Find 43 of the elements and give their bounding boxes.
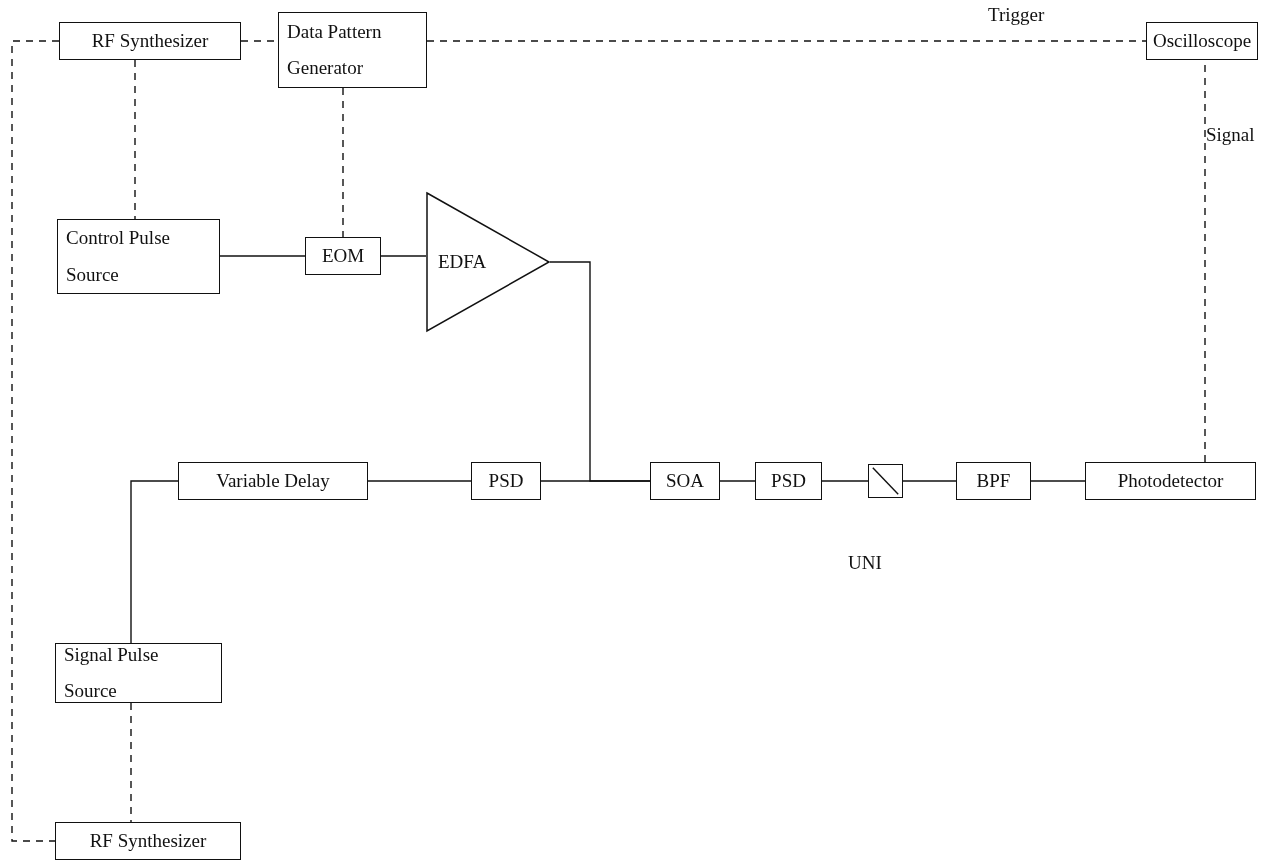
node-label: Signal Pulse Source — [64, 642, 160, 703]
dashed-signal-line — [11, 40, 60, 842]
node-label: PSD — [771, 468, 806, 493]
node-label: RF Synthesizer — [89, 828, 207, 853]
optical-fiber-line — [540, 480, 651, 482]
amplifier-triangle — [426, 192, 550, 332]
optical-fiber-line — [821, 480, 869, 482]
node-label: Control Pulse Source — [66, 226, 171, 287]
node-label: RF Synthesizer — [91, 28, 209, 53]
component-box — [956, 462, 1031, 500]
node-label: Photodetector — [1117, 468, 1224, 493]
optical-fiber-line — [367, 480, 472, 482]
node-label: Variable Delay — [216, 468, 330, 493]
node-label: SOA — [666, 468, 704, 493]
node-label: Data Pattern Generator — [287, 19, 383, 80]
dashed-signal-line — [130, 702, 132, 823]
optical-fiber-line — [902, 480, 957, 482]
node-label: Oscilloscope — [1152, 28, 1252, 53]
node-label: EOM — [321, 243, 365, 268]
dashed-signal-line — [134, 59, 136, 220]
optical-fiber-line — [219, 255, 306, 257]
component-box — [1146, 22, 1258, 60]
dashed-signal-line — [426, 40, 1147, 42]
component-box — [57, 219, 220, 294]
component-box — [650, 462, 720, 500]
node-label: BPF — [976, 468, 1011, 493]
component-box — [59, 22, 241, 60]
optical-fiber-line — [380, 255, 427, 257]
optical-fiber-line — [130, 480, 179, 644]
component-box — [55, 822, 241, 860]
component-box — [755, 462, 822, 500]
optical-fiber-line — [1030, 480, 1086, 482]
component-box — [1085, 462, 1256, 500]
node-label: PSD — [488, 468, 524, 493]
component-box — [471, 462, 541, 500]
component-box — [278, 12, 427, 88]
node-label: EDFA — [438, 251, 487, 273]
optical-fiber-line — [719, 480, 756, 482]
component-box — [178, 462, 368, 500]
dashed-signal-line — [342, 87, 344, 238]
component-box — [55, 643, 222, 703]
polarizer-box — [868, 464, 903, 498]
component-box — [305, 237, 381, 275]
